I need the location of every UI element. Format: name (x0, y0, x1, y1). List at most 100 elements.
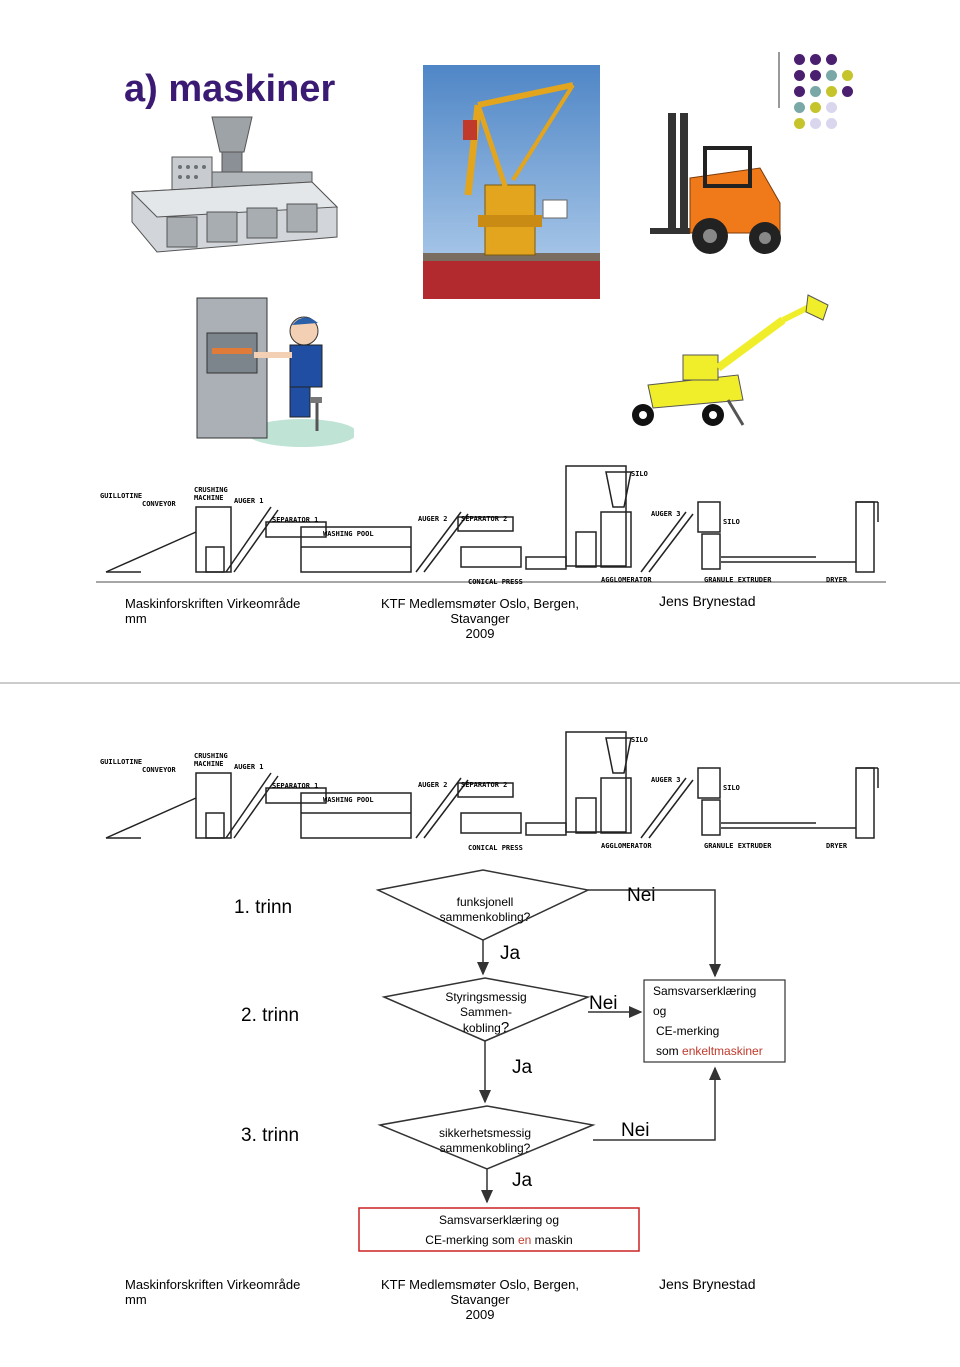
no-label-1: Nei (627, 885, 656, 906)
label-separator-1: SEPARATOR 1 (272, 516, 319, 524)
side-box-line3: CE-merking (656, 1024, 720, 1038)
label-silo-top: SILO (631, 470, 648, 478)
decorative-dot (794, 70, 805, 81)
label-guillotine-2: GUILLOTINE (100, 758, 143, 766)
label-machine-2: MACHINE (194, 760, 224, 768)
label-guillotine: GUILLOTINE (100, 492, 143, 500)
bottom-box-line2-prefix: CE-merking som (425, 1233, 518, 1247)
label-agglomerator-2: AGGLOMERATOR (601, 842, 652, 850)
footer-center-2: KTF Medlemsmøter Oslo, Bergen, Stavanger… (367, 1277, 593, 1322)
label-auger-1-2: AUGER 1 (234, 763, 264, 771)
footer-author-2: Jens Brynestad (659, 1276, 756, 1292)
question-2-line2: Sammen- (459, 1005, 512, 1019)
question-2-line1: Styringsmessig (445, 990, 527, 1004)
step-3-label: 3. trinn (241, 1125, 300, 1146)
bottom-box-line1: Samsvarserklæring og (438, 1213, 560, 1227)
footer-left-2-line2: mm (125, 1292, 147, 1307)
label-conical-press: CONICAL PRESS (468, 578, 523, 586)
footer-author: Jens Brynestad (659, 593, 756, 609)
side-box-line4-prefix: som (656, 1044, 683, 1058)
decorative-dot (842, 86, 853, 97)
label-agglomerator: AGGLOMERATOR (601, 576, 652, 584)
plastic-recycling-line-diagram-2: GUILLOTINE CONVEYOR CRUSHING MACHINE AUG… (96, 728, 886, 858)
side-box-line4-wrap: som enkeltmaskiner (653, 1041, 763, 1061)
question-1-line1: funksjonell (456, 895, 514, 909)
decision-diamond-3 (377, 1105, 596, 1170)
offshore-crane-image (423, 65, 600, 299)
label-conveyor: CONVEYOR (142, 500, 176, 508)
footer-center-line2: 2009 (465, 626, 495, 641)
label-dryer-2: DRYER (826, 842, 848, 850)
footer-left-line2: mm (125, 611, 147, 626)
side-box-line1: Samsvarserklæring (653, 984, 757, 998)
no-label-2: Nei (589, 993, 618, 1014)
question-3: sikkerhetsmessig sammenkobling? (420, 1126, 550, 1156)
wheeled-excavator-image (632, 294, 829, 426)
label-auger-2: AUGER 2 (418, 515, 448, 523)
extruder-machine-image (130, 116, 339, 253)
footer-left-2: Maskinforskriften Virkeområde mm (125, 1277, 300, 1307)
forklift-image (650, 113, 781, 254)
slide-title: a) maskiner (124, 68, 336, 110)
footer-center-2-line1: KTF Medlemsmøter Oslo, Bergen, Stavanger (381, 1277, 579, 1307)
bottom-box-line2-suffix: maskin (531, 1233, 573, 1247)
step-1-label: 1. trinn (234, 897, 293, 918)
bottom-box-line2-wrap: CE-merking som en maskin (359, 1230, 639, 1250)
label-crushing-2: CRUSHING (194, 752, 228, 760)
label-silo-top-2: SILO (631, 736, 648, 744)
operator-at-press-illustration (196, 297, 354, 447)
label-washing-pool-2: WASHING POOL (323, 796, 374, 804)
label-machine: MACHINE (194, 494, 224, 502)
label-granule-extruder: GRANULE EXTRUDER (704, 576, 772, 584)
question-2-qmark: ? (500, 1019, 510, 1036)
bottom-box-highlight: en (517, 1233, 532, 1247)
slide-flowchart: GUILLOTINE CONVEYOR CRUSHING MACHINE AUG… (0, 684, 960, 1367)
divider-line (778, 52, 780, 108)
decorative-dot-grid (794, 52, 884, 172)
yes-label-1: Ja (500, 943, 521, 964)
side-box-text: Samsvarserklæring og CE-merking som enke… (653, 981, 763, 1061)
side-box-highlight: enkeltmaskiner (682, 1044, 763, 1058)
decision-diamond-2 (381, 977, 591, 1042)
decorative-dot (794, 86, 805, 97)
side-box-line2: og (653, 1004, 667, 1018)
question-1-line2: sammenkobling? (439, 910, 531, 924)
plastic-recycling-line-diagram: GUILLOTINE CONVEYOR CRUSHING MACHINE AUG… (96, 462, 886, 592)
footer-center: KTF Medlemsmøter Oslo, Bergen, Stavanger… (367, 596, 593, 641)
label-washing-pool: WASHING POOL (323, 530, 374, 538)
bottom-box-text: Samsvarserklæring og CE-merking som en m… (359, 1210, 639, 1250)
decorative-dot (826, 54, 837, 65)
question-2-line3-wrap: kobling? (426, 1020, 546, 1036)
decorative-dot (794, 118, 805, 129)
footer-left-line1: Maskinforskriften Virkeområde (125, 596, 301, 611)
decorative-dot (826, 102, 837, 113)
decorative-dot (810, 86, 821, 97)
step-2-label: 2. trinn (241, 1005, 300, 1026)
question-2-line3: kobling (462, 1021, 501, 1035)
label-silo: SILO (723, 518, 740, 526)
result-box-one-machine (358, 1207, 640, 1252)
label-conical-press-2: CONICAL PRESS (468, 844, 523, 852)
footer-center-line1: KTF Medlemsmøter Oslo, Bergen, Stavanger (381, 596, 579, 626)
decorative-dot (810, 70, 821, 81)
label-silo-2: SILO (723, 784, 740, 792)
decorative-dot (826, 86, 837, 97)
yes-label-3: Ja (512, 1170, 533, 1191)
diagram-overlap-mask (100, 586, 800, 595)
label-auger-3-2: AUGER 3 (651, 776, 681, 784)
decorative-dot (810, 102, 821, 113)
label-auger-3: AUGER 3 (651, 510, 681, 518)
label-auger-1: AUGER 1 (234, 497, 264, 505)
result-box-single-machines (643, 979, 786, 1063)
label-separator-1-2: SEPARATOR 1 (272, 782, 319, 790)
no-label-3: Nei (621, 1120, 650, 1141)
label-separator-2: SEPARATOR 2 (461, 515, 508, 523)
decorative-dot (810, 118, 821, 129)
slide-machines: a) maskiner (0, 0, 960, 682)
footer-center-2-line2: 2009 (465, 1307, 495, 1322)
label-crushing: CRUSHING (194, 486, 228, 494)
slide-separator (0, 682, 960, 684)
question-3-line1: sikkerhetsmessig (438, 1126, 532, 1140)
yes-label-2: Ja (512, 1057, 533, 1078)
footer-left-2-line1: Maskinforskriften Virkeområde (125, 1277, 301, 1292)
